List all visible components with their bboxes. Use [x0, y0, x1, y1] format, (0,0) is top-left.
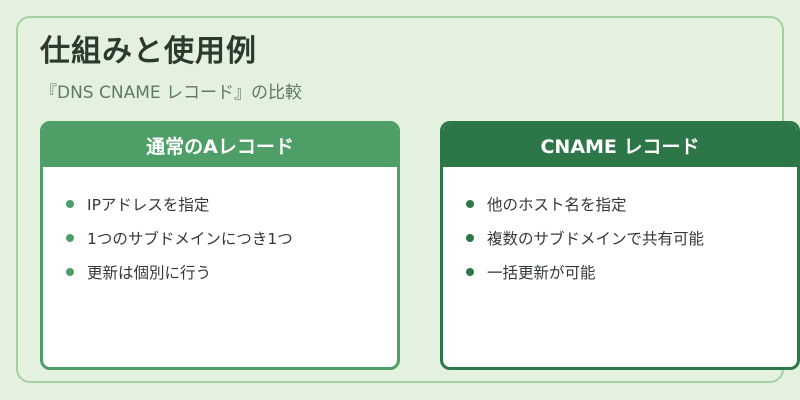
- cname-record-list: 他のホスト名を指定 複数のサブドメインで共有可能 一括更新が可能: [443, 167, 797, 289]
- list-item-text: 1つのサブドメインにつき1つ: [87, 230, 293, 248]
- a-record-card: 通常のAレコード IPアドレスを指定 1つのサブドメインにつき1つ 更新は個別に…: [40, 121, 400, 370]
- bullet-dot-icon: [466, 200, 474, 208]
- bullet-dot-icon: [66, 234, 74, 242]
- page-title: 仕組みと使用例: [40, 34, 257, 69]
- bullet-dot-icon: [66, 268, 74, 276]
- list-item-text: 複数のサブドメインで共有可能: [487, 230, 705, 248]
- cname-record-card: CNAME レコード 他のホスト名を指定 複数のサブドメインで共有可能 一括更新…: [440, 121, 800, 370]
- bullet-dot-icon: [466, 234, 474, 242]
- page-subtitle: 『DNS CNAME レコード』の比較: [40, 83, 303, 103]
- a-record-card-header: 通常のAレコード: [43, 124, 397, 167]
- list-item-text: IPアドレスを指定: [87, 196, 210, 214]
- list-item-text: 更新は個別に行う: [87, 264, 212, 282]
- cname-record-card-header: CNAME レコード: [443, 124, 797, 167]
- list-item: 一括更新が可能: [466, 255, 797, 289]
- list-item-text: 他のホスト名を指定: [487, 196, 627, 214]
- list-item-text: 一括更新が可能: [487, 264, 596, 282]
- list-item: 更新は個別に行う: [66, 255, 397, 289]
- bullet-dot-icon: [66, 200, 74, 208]
- list-item: 複数のサブドメインで共有可能: [466, 221, 797, 255]
- list-item: IPアドレスを指定: [66, 187, 397, 221]
- list-item: 1つのサブドメインにつき1つ: [66, 221, 397, 255]
- list-item: 他のホスト名を指定: [466, 187, 797, 221]
- a-record-list: IPアドレスを指定 1つのサブドメインにつき1つ 更新は個別に行う: [43, 167, 397, 289]
- bullet-dot-icon: [466, 268, 474, 276]
